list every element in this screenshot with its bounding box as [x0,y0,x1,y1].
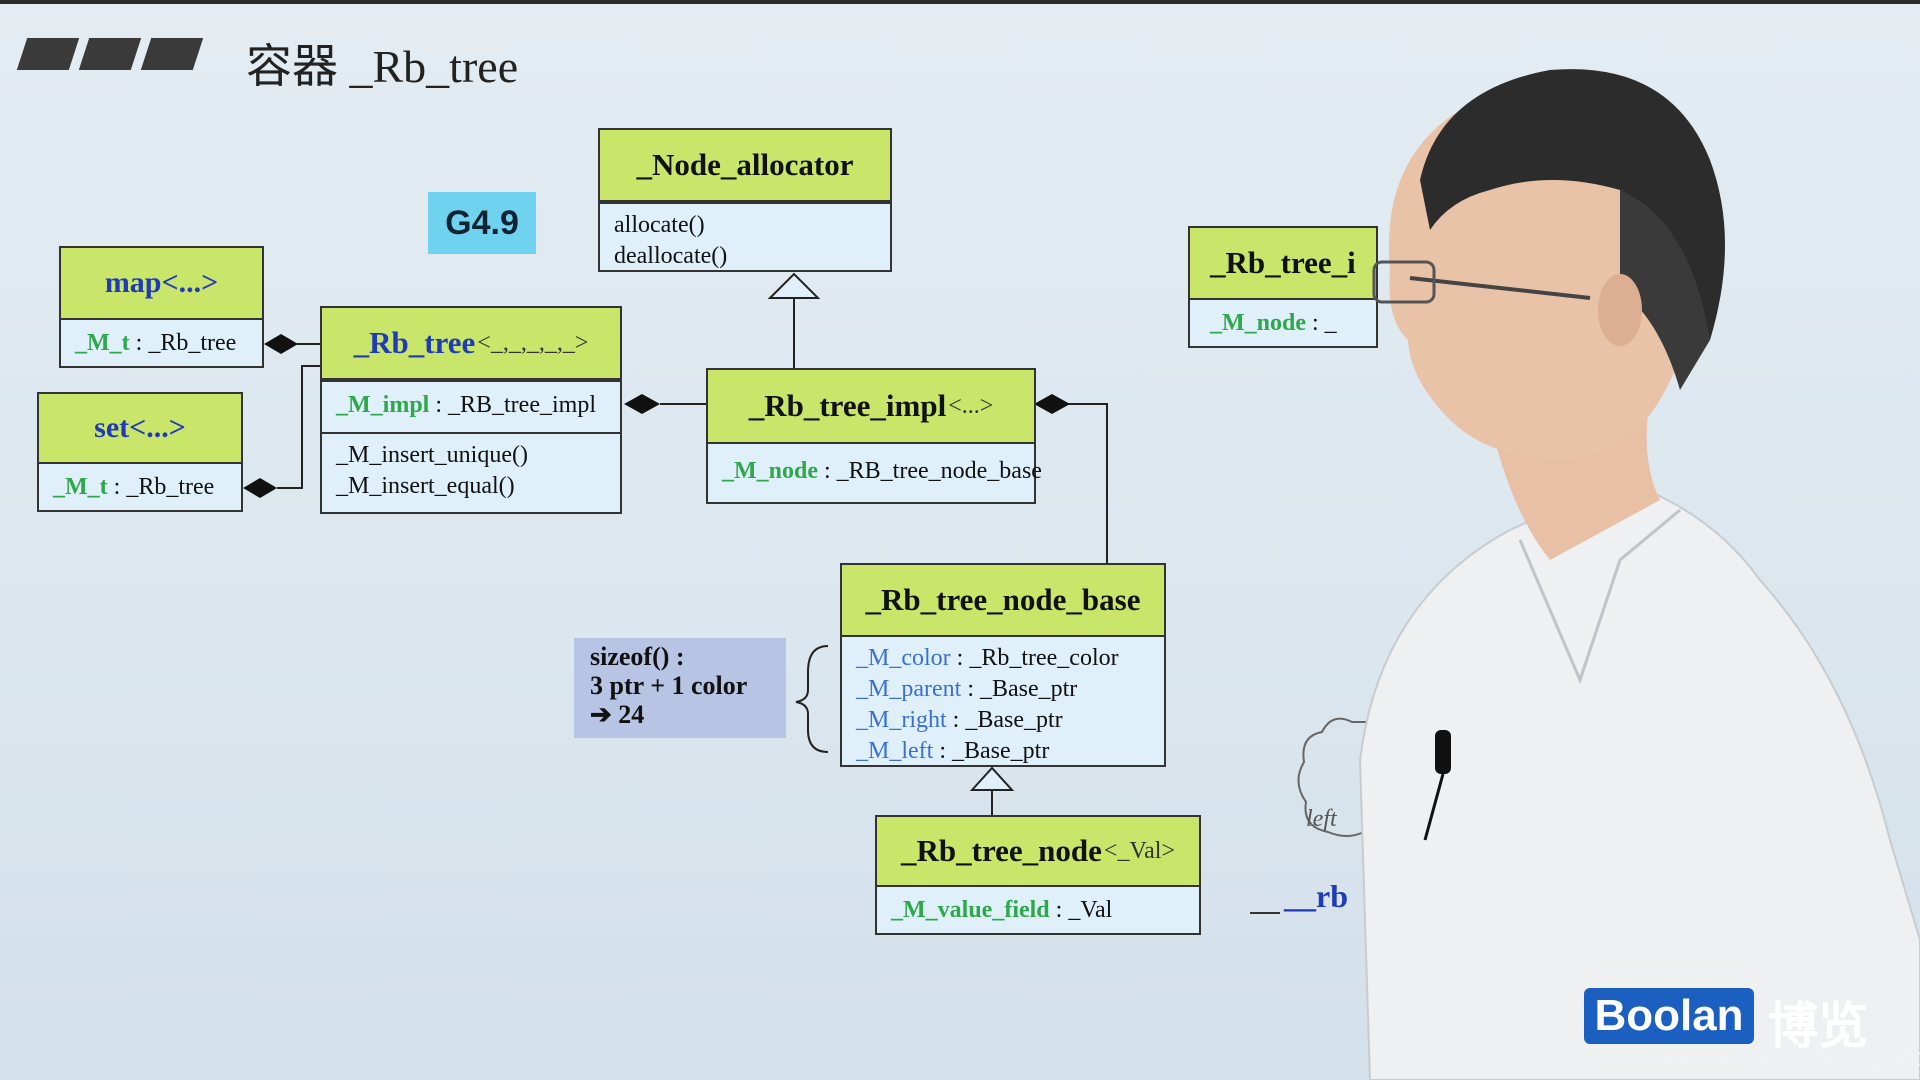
watermark-url: https://blog.csdn.net/weixin_38215141 [1638,1050,1920,1070]
impl-nodebase-line [1064,404,1107,564]
field-type: : _Val [1050,897,1113,923]
rb-tree-fields: _M_impl : _RB_tree_impl [322,380,620,432]
allocator-inheritance-triangle [770,274,818,298]
field-name: _M_t [75,330,130,356]
field-name: _M_node [722,458,818,484]
field-type: : _Rb_tree [108,474,215,500]
field-name: _M_right [856,707,947,733]
rb-tree-impl-header: _Rb_tree_impl <...> [708,370,1034,444]
rb-tree-node-template: <_Val> [1104,838,1175,865]
sizeof-note: sizeof() : 3 ptr + 1 color ➔ 24 [574,638,786,738]
rb-tree-impl-box: _Rb_tree_impl <...> _M_node : _RB_tree_n… [706,368,1036,504]
rb-tree-field: _M_impl : _RB_tree_impl [322,390,620,421]
field-color: _M_color : _Rb_tree_color [842,643,1164,674]
field-type: : _Base_ptr [961,676,1077,702]
rb-tree-methods: _M_insert_unique() _M_insert_equal() [322,432,620,502]
method-insert-equal: _M_insert_equal() [322,471,620,502]
map-header: map<...> [61,248,262,320]
nodebase-inheritance-triangle [972,768,1012,790]
rb-tree-impl-name: _Rb_tree_impl [749,388,946,424]
set-header: set<...> [39,394,241,464]
rb-tree-box: _Rb_tree <_,_,_,_,_> _M_impl : _RB_tree_… [320,306,622,514]
rb-underline [1250,912,1280,914]
rb-tree-header: _Rb_tree <_,_,_,_,_> [322,308,620,380]
ear [1598,274,1642,346]
sizeof-line-2: 3 ptr + 1 color [590,671,786,700]
set-composition-line [277,366,322,488]
rb-tree-impl-field: _M_node : _RB_tree_node_base [708,444,1034,487]
rb-tree-node-base-header: _Rb_tree_node_base [842,565,1164,637]
field-name: _M_impl [336,392,429,418]
node-allocator-methods: allocate() deallocate() [600,202,890,272]
rb-tree-node-base-fields: _M_color : _Rb_tree_color _M_parent : _B… [842,637,1164,767]
field-type: : _Base_ptr [947,707,1063,733]
map-box: map<...> _M_t : _Rb_tree [59,246,264,368]
field-name: _M_left [856,738,933,764]
rb-tree-node-header: _Rb_tree_node <_Val> [877,817,1199,887]
field-type: : _RB_tree_node_base [818,458,1042,484]
field-parent: _M_parent : _Base_ptr [842,674,1164,705]
rb-tree-node-box: _Rb_tree_node <_Val> _M_value_field : _V… [875,815,1201,935]
impl-diamond [1034,394,1070,414]
node-allocator-header: _Node_allocator [600,130,890,202]
field-type: : _Rb_tree [130,330,237,356]
rb-tree-impl-template: <...> [948,393,993,420]
boolan-cn-logo: 博览 [1768,986,1868,1058]
field-name: _M_parent [856,676,961,702]
field-right: _M_right : _Base_ptr [842,705,1164,736]
boolan-logo: Boolan [1584,988,1754,1044]
field-name: _M_t [53,474,108,500]
sizeof-brace [796,646,828,752]
rb-tree-template: <_,_,_,_,_> [477,330,588,357]
rbtree-diamond [624,394,660,414]
lecturer-figure [1290,40,1920,1080]
method-deallocate: deallocate() [600,241,890,272]
map-diamond [264,334,298,354]
set-diamond [243,478,277,498]
rb-tree-name: _Rb_tree [354,325,476,361]
field-name: _M_value_field [891,897,1050,923]
map-field: _M_t : _Rb_tree [61,320,262,359]
field-type: : _Base_ptr [933,738,1049,764]
method-insert-unique: _M_insert_unique() [322,440,620,471]
rb-tree-node-base-box: _Rb_tree_node_base _M_color : _Rb_tree_c… [840,563,1166,767]
sizeof-line-3: ➔ 24 [590,700,786,729]
rb-tree-node-name: _Rb_tree_node [901,833,1102,869]
field-left: _M_left : _Base_ptr [842,736,1164,767]
set-box: set<...> _M_t : _Rb_tree [37,392,243,512]
set-field: _M_t : _Rb_tree [39,464,241,503]
lapel-microphone [1435,730,1451,774]
sizeof-line-1: sizeof() : [590,642,786,671]
method-allocate: allocate() [600,210,890,241]
rb-tree-node-field: _M_value_field : _Val [877,887,1199,926]
field-type: : _Rb_tree_color [951,645,1119,671]
field-type: : _RB_tree_impl [429,392,596,418]
field-name: _M_color [856,645,951,671]
node-allocator-box: _Node_allocator allocate() deallocate() [598,128,892,272]
